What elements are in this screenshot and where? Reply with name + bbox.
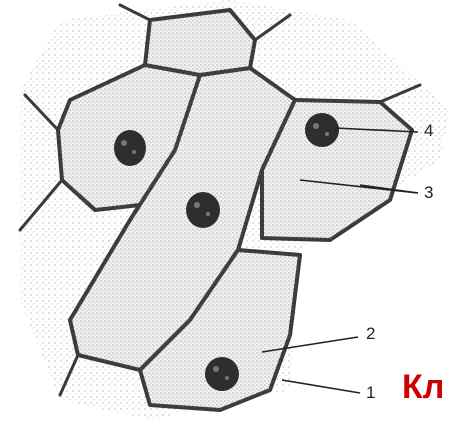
caption-text: Кл (402, 370, 444, 404)
nucleus-upper-right (305, 113, 339, 147)
nucleus-center (186, 192, 220, 228)
label-4: 4 (424, 122, 433, 139)
label-3: 3 (424, 184, 433, 201)
nucleus-bottom (205, 357, 239, 391)
nucleus-top-left (114, 130, 146, 166)
label-2: 2 (366, 325, 375, 342)
label-1: 1 (366, 384, 375, 401)
leader-line-1 (282, 380, 360, 393)
